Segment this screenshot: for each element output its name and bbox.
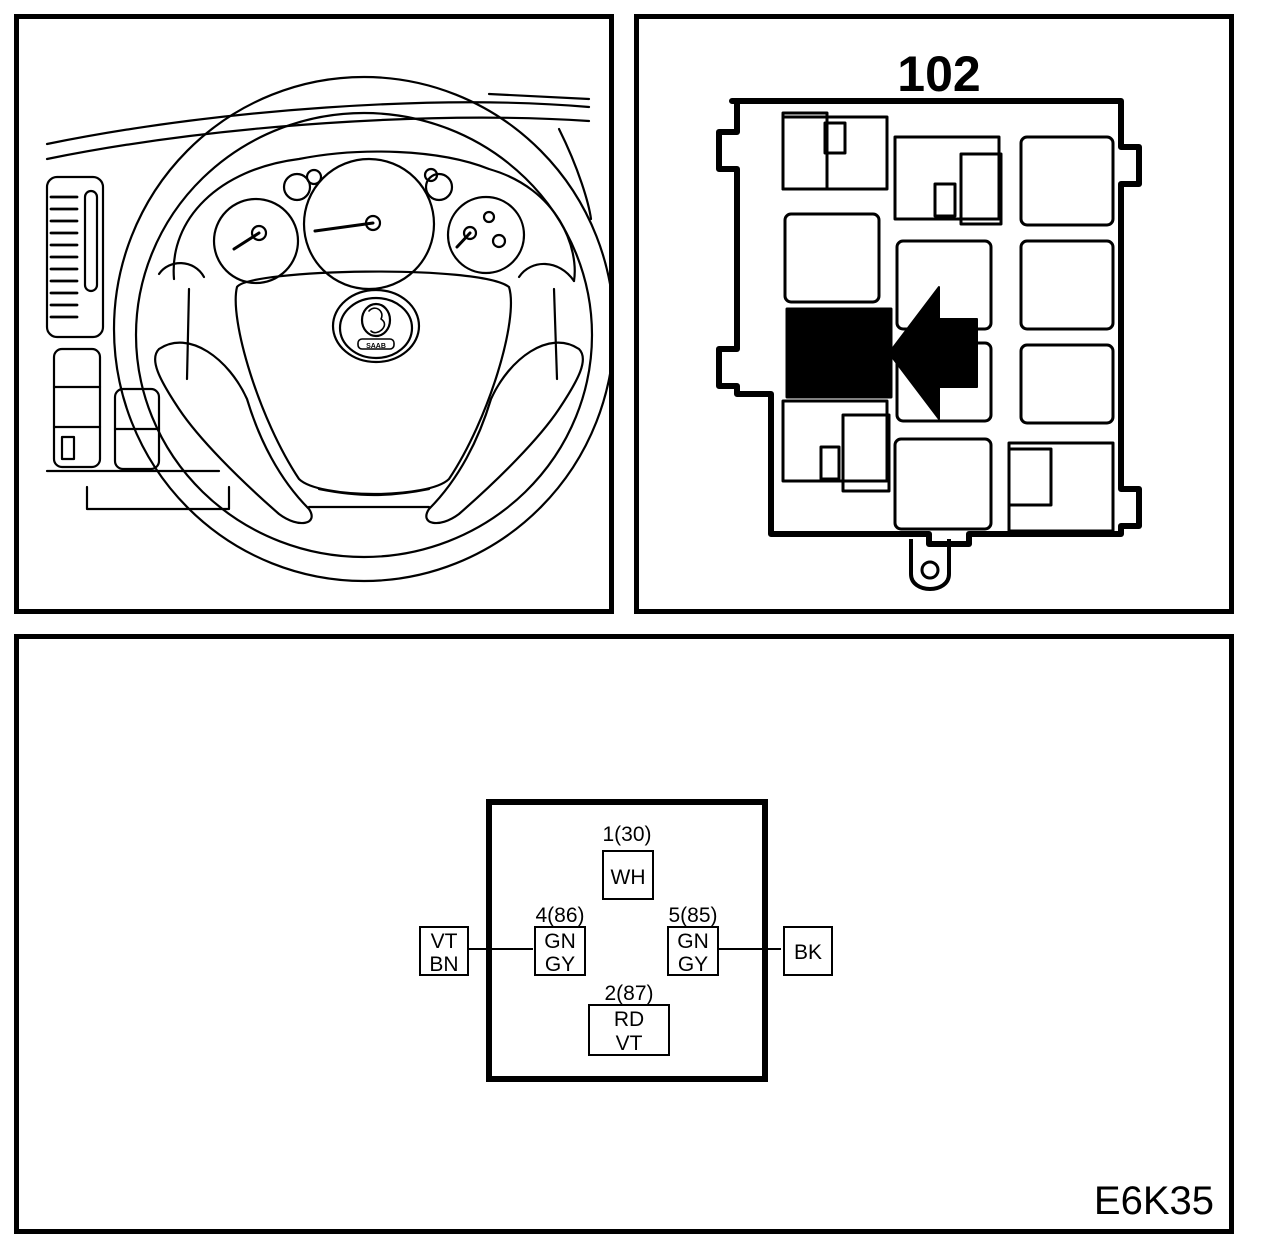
pin1-id: 1(30) xyxy=(602,823,651,846)
external-left-box xyxy=(419,926,469,976)
pin5-wire-color-2: GY xyxy=(678,953,708,976)
relay-connector-housing xyxy=(486,799,768,1082)
pin2-wire-color-2: VT xyxy=(616,1032,643,1055)
pin5-box xyxy=(667,926,719,976)
relay-box-panel: 102 xyxy=(634,14,1234,614)
connector-diagram: 1(30) WH 4(86) GN GY 5(85) GN GY 2(87) R… xyxy=(419,799,1214,1223)
pin1-wire-color: WH xyxy=(611,866,646,889)
steering-wheel-illustration xyxy=(45,75,609,583)
pin5-id: 5(85) xyxy=(668,904,717,927)
pin1-box xyxy=(602,850,654,900)
external-left-color-2: BN xyxy=(429,953,458,976)
pin4-box xyxy=(534,926,586,976)
pin2-id: 2(87) xyxy=(604,982,653,1005)
fusebox-number: 102 xyxy=(897,46,980,102)
pin5-wire-color-1: GN xyxy=(677,930,709,953)
steering-wheel-panel: SAAB xyxy=(14,14,614,614)
external-right-box xyxy=(783,926,833,976)
pin2-wire-color-1: RD xyxy=(614,1008,644,1031)
relay-box-illustration: 102 xyxy=(716,46,1142,591)
pin2-box xyxy=(588,1004,670,1056)
pin4-wire-color-2: GY xyxy=(545,953,575,976)
pin4-id: 4(86) xyxy=(535,904,584,927)
figure-code: E6K35 xyxy=(1094,1179,1214,1223)
external-right-color: BK xyxy=(794,941,822,964)
connector-pinout-panel: 1(30) WH 4(86) GN GY 5(85) GN GY 2(87) R… xyxy=(14,634,1234,1234)
pin4-wire-color-1: GN xyxy=(544,930,576,953)
external-left-color-1: VT xyxy=(431,930,458,953)
